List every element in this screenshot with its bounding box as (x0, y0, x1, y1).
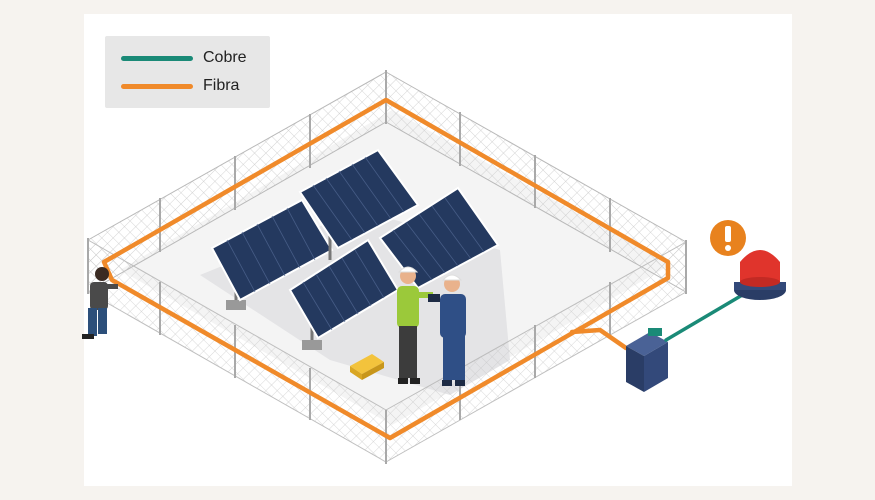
worker-icon (428, 274, 466, 386)
legend-swatch-fiber (121, 83, 193, 89)
worker-icon (397, 266, 433, 384)
legend: Cobre Fibra (105, 36, 270, 108)
alarm-beacon-icon (734, 250, 786, 300)
fiber-cable (101, 97, 671, 441)
legend-label: Cobre (203, 49, 247, 66)
toolbox-icon (350, 354, 384, 380)
controller-box-icon (626, 328, 668, 392)
legend-item-copper: Cobre (121, 46, 247, 70)
copper-cable (664, 292, 746, 342)
legend-item-fiber: Fibra (121, 74, 239, 98)
solar-array (210, 148, 500, 350)
legend-label: Fibra (203, 77, 240, 94)
intruder-icon (82, 267, 118, 339)
exclamation-icon (710, 220, 746, 256)
legend-swatch-copper (121, 55, 193, 61)
